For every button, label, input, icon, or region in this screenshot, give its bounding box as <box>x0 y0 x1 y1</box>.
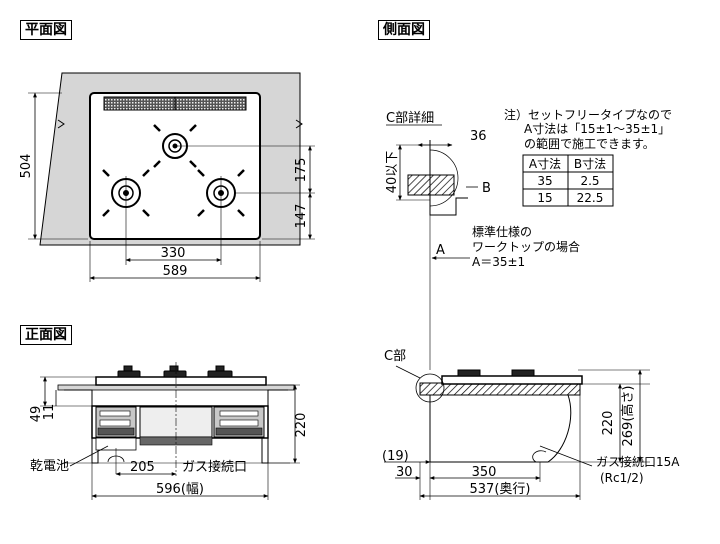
side-body-outline <box>429 394 572 463</box>
battery-label: 乾電池 <box>30 459 69 474</box>
front-view-title: 正面図 <box>20 325 72 345</box>
note-line-3: の範囲で施工できます。 <box>524 136 655 151</box>
front-view: 49 11 220 乾電池 205 ガス接続口 596(幅) <box>29 362 309 500</box>
side-view: C部詳細 36 40以下 B 注）セットフリータイプなので A寸法は「15±1〜… <box>382 107 680 500</box>
side-dim-19: (19) <box>382 449 409 464</box>
front-dim-220: 220 <box>294 413 309 438</box>
plan-view: 504 175 147 330 589 <box>19 72 315 282</box>
plan-view-title: 平面図 <box>20 20 72 40</box>
table-cell: 22.5 <box>577 191 604 205</box>
std-line-3: A＝35±1 <box>472 255 525 269</box>
plan-dim-330: 330 <box>161 246 186 261</box>
dim-36: 36 <box>470 129 487 144</box>
note-line-1: 注）セットフリータイプなので <box>504 107 672 122</box>
side-height-269: 269(高さ) <box>620 386 636 447</box>
front-dim-49: 49 <box>29 406 44 423</box>
table-cell: 35 <box>537 174 552 188</box>
front-dim-205: 205 <box>130 460 155 475</box>
side-view-title: 側面図 <box>378 20 430 40</box>
front-gas-label: ガス接続口 <box>182 459 247 475</box>
front-dim-11: 11 <box>42 404 57 421</box>
plan-dim-589: 589 <box>163 264 188 279</box>
std-line-1: 標準仕様の <box>472 224 532 239</box>
hob-top-plate <box>89 92 261 240</box>
side-dim-220: 220 <box>601 411 616 436</box>
gas-line-1: ガス接続口15A <box>596 454 680 469</box>
c-detail-counter-section <box>407 174 455 196</box>
front-width-596: 596(幅) <box>156 482 204 497</box>
plan-dim-175: 175 <box>294 158 309 183</box>
front-top-plate <box>95 376 267 386</box>
gas-line-2: (Rc1/2) <box>600 471 644 485</box>
plan-dim-147: 147 <box>294 204 309 229</box>
table-cell: 2.5 <box>580 174 599 188</box>
std-line-2: ワークトップの場合 <box>472 239 580 254</box>
c-detail-marker <box>415 373 445 403</box>
plan-depth-504: 504 <box>19 154 34 179</box>
c-label: C部 <box>384 349 406 364</box>
side-dim-30: 30 <box>396 465 413 480</box>
table-cell: 15 <box>537 191 552 205</box>
side-depth-537: 537(奥行) <box>470 482 531 497</box>
note-line-2: A寸法は「15±1〜35±1」 <box>524 122 670 136</box>
side-top-plate <box>441 375 583 385</box>
dim-40: 40以下 <box>385 151 400 194</box>
dimension-table: A寸法 B寸法 35 2.5 15 22.5 <box>522 154 614 207</box>
c-detail-title: C部詳細 <box>386 110 434 126</box>
label-a: A <box>436 243 445 258</box>
table-header-b: B寸法 <box>574 157 606 171</box>
table-header-a: A寸法 <box>529 157 561 171</box>
label-b: B <box>482 181 491 196</box>
side-dim-350: 350 <box>472 465 497 480</box>
